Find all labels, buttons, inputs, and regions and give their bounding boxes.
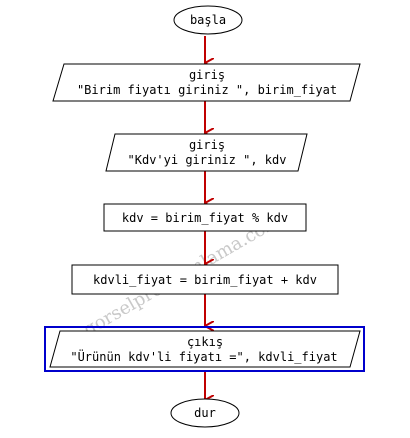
input2-keyword: giriş	[189, 138, 225, 152]
input1-keyword: giriş	[189, 68, 225, 82]
input-kdv[interactable]: giriş "Kdv'yi giriniz ", kdv	[105, 133, 308, 172]
end-label: dur	[194, 406, 216, 420]
output-expression: "Ürünün kdv'li fiyatı =", kdvli_fiyat	[70, 348, 337, 364]
output-kdvli-fiyat[interactable]: çıkış "Ürünün kdv'li fiyatı =", kdvli_fi…	[44, 326, 365, 372]
input-birim-fiyat[interactable]: giriş "Birim fiyatı giriniz ", birim_fiy…	[52, 63, 361, 102]
selection-frame	[44, 326, 365, 372]
output-keyword: çıkış	[187, 335, 223, 349]
input2-expression: "Kdv'yi giriniz ", kdv	[128, 153, 287, 167]
process1-label: kdv = birim_fiyat % kdv	[122, 211, 288, 225]
input1-expression: "Birim fiyatı giriniz ", birim_fiyat	[77, 83, 337, 97]
process-kdvli-fiyat-calc[interactable]: kdvli_fiyat = birim_fiyat + kdv	[71, 264, 339, 295]
start-terminal[interactable]: başla	[173, 5, 243, 35]
process2-label: kdvli_fiyat = birim_fiyat + kdv	[93, 273, 317, 287]
process-kdv-calc[interactable]: kdv = birim_fiyat % kdv	[103, 203, 307, 232]
start-label: başla	[190, 13, 226, 27]
end-terminal[interactable]: dur	[170, 398, 240, 428]
